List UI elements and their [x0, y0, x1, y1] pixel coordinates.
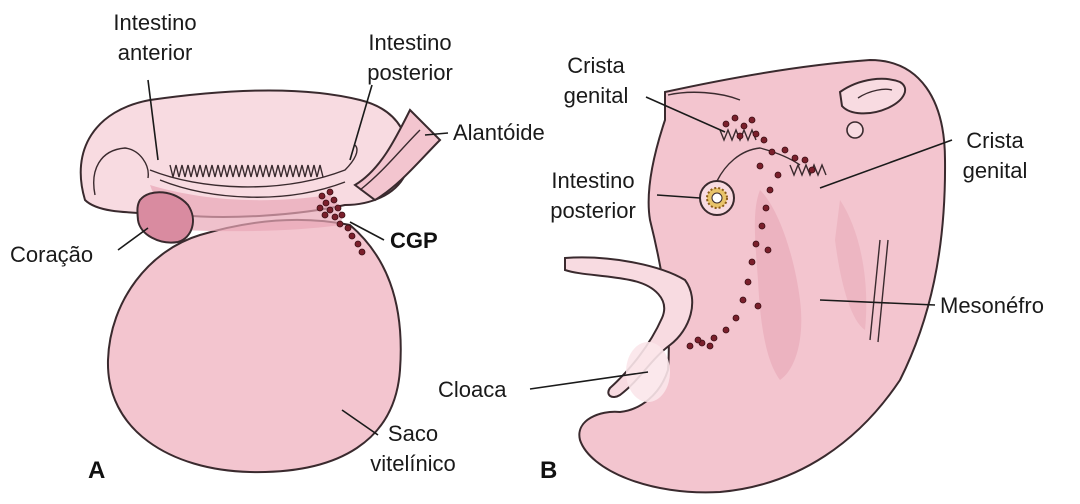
label-crista-genital-left-2: genital	[564, 83, 629, 108]
label-cgp: CGP	[390, 228, 438, 253]
label-coracao: Coração	[10, 242, 93, 267]
panel-b-illustration	[565, 60, 945, 492]
notochord	[847, 122, 863, 138]
label-saco-2: vitelínico	[370, 451, 456, 476]
label-saco-1: Saco	[388, 421, 438, 446]
label-mesonefro: Mesonéfro	[940, 293, 1044, 318]
label-crista-genital-right-1: Crista	[966, 128, 1024, 153]
label-intestino-posterior-b-2: posterior	[550, 198, 636, 223]
panel-label-b: B	[540, 457, 557, 484]
panel-a-illustration	[81, 91, 440, 473]
label-crista-genital-left-1: Crista	[567, 53, 625, 78]
panel-label-a: A	[88, 457, 105, 484]
label-alantoide: Alantóide	[453, 120, 545, 145]
label-intestino-posterior-2: posterior	[367, 60, 453, 85]
label-intestino-anterior-2: anterior	[118, 40, 193, 65]
hindgut-lumen-center	[712, 193, 722, 203]
label-cloaca: Cloaca	[438, 377, 507, 402]
label-intestino-anterior-1: Intestino	[113, 10, 196, 35]
embryo-body	[81, 91, 408, 217]
label-crista-genital-right-2: genital	[963, 158, 1028, 183]
label-intestino-posterior-b-1: Intestino	[551, 168, 634, 193]
label-intestino-posterior-1: Intestino	[368, 30, 451, 55]
yolk-sac	[108, 220, 401, 472]
